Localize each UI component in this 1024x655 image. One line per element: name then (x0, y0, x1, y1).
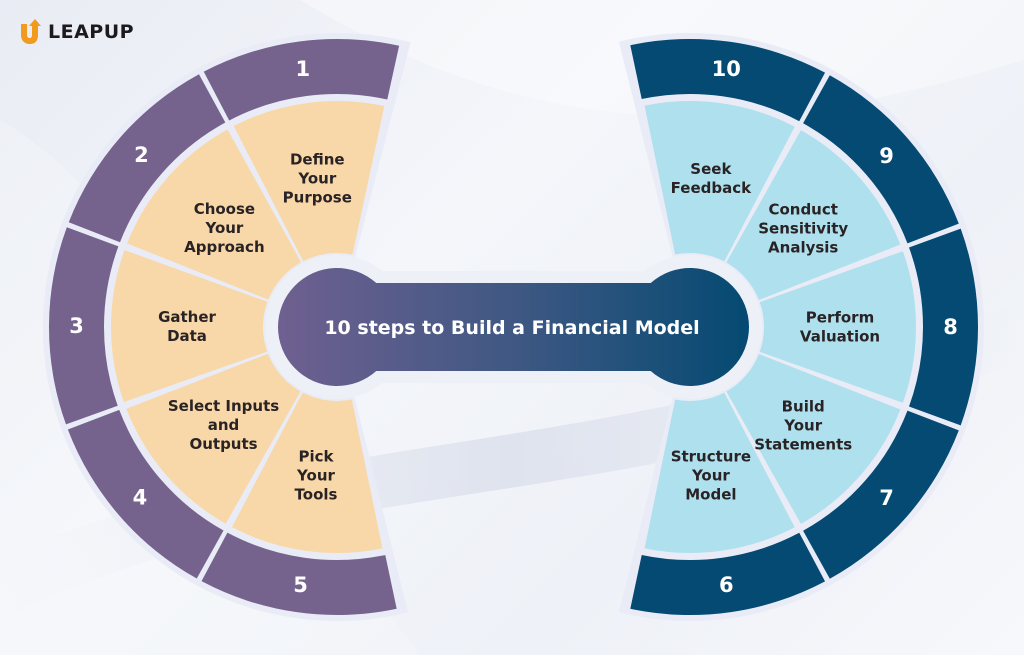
step-number-band (630, 38, 826, 122)
step-label-line: Gather (158, 308, 216, 326)
step-label-line: Feedback (671, 179, 752, 197)
step-label-line: Choose (194, 200, 255, 218)
step-label-line: Seek (690, 160, 732, 178)
step-number-band (630, 532, 826, 615)
hub-body (278, 268, 750, 386)
step-label-line: Pick (298, 448, 334, 466)
step-number: 3 (69, 314, 84, 338)
brand-logo: LEAPUP (18, 18, 134, 46)
step-segment (644, 392, 795, 553)
step-number: 2 (134, 143, 149, 167)
step-label-line: Your (204, 219, 243, 237)
step-number: 7 (879, 486, 894, 510)
step-number-band (803, 75, 959, 244)
step-number-band (803, 410, 959, 579)
step-label-line: Select Inputs (168, 397, 279, 415)
title-hub: 10 steps to Build a Financial Model (265, 255, 762, 400)
step-number: 6 (719, 573, 734, 597)
step-number: 8 (943, 315, 958, 339)
step-segment (127, 129, 302, 300)
step-label-line: Your (783, 416, 822, 434)
step-label-line: Perform (806, 309, 874, 327)
step-segment (110, 250, 268, 403)
step-segment (231, 392, 383, 553)
step-label-line: Conduct (768, 201, 837, 219)
step-segment (644, 101, 795, 262)
brand-name: LEAPUP (48, 21, 135, 43)
step-number: 9 (879, 144, 894, 168)
step-label-line: Valuation (800, 328, 880, 346)
step-segment (759, 251, 916, 403)
step-segment (726, 130, 901, 300)
step-label-line: Tools (295, 486, 338, 504)
diagram-title: 10 steps to Build a Financial Model (324, 317, 699, 339)
leapup-u-arrow-icon (21, 19, 41, 44)
step-label-line: Data (167, 327, 207, 345)
step-label-line: Purpose (283, 188, 352, 206)
step-segment (126, 353, 301, 524)
step-label-line: Your (297, 169, 336, 187)
step-number-band (909, 228, 979, 426)
step-number: 10 (712, 57, 741, 81)
step-label-line: and (208, 416, 240, 434)
step-label-line: Define (290, 150, 345, 168)
right-wheel: 10SeekFeedback9ConductSensitivityAnalysi… (618, 33, 984, 622)
step-number-band (67, 409, 224, 579)
step-label-line: Build (782, 397, 825, 415)
step-number-band (203, 39, 400, 121)
step-label-line: Outputs (189, 435, 257, 453)
step-number: 1 (295, 57, 310, 81)
step-label-line: Statements (754, 435, 852, 453)
step-segment (233, 101, 385, 262)
step-label-line: Your (296, 467, 335, 485)
step-label-line: Approach (184, 238, 264, 256)
step-label-line: Analysis (768, 239, 838, 257)
step-label-line: Model (685, 486, 736, 504)
step-number-band (68, 74, 226, 243)
step-label-line: Your (691, 467, 730, 485)
step-number-band (201, 532, 397, 615)
step-segment (726, 354, 901, 524)
step-label-line: Structure (671, 448, 751, 466)
step-label-line: Sensitivity (758, 220, 848, 238)
step-number: 4 (133, 485, 148, 509)
step-number: 5 (293, 573, 308, 597)
step-number-band (48, 227, 119, 425)
